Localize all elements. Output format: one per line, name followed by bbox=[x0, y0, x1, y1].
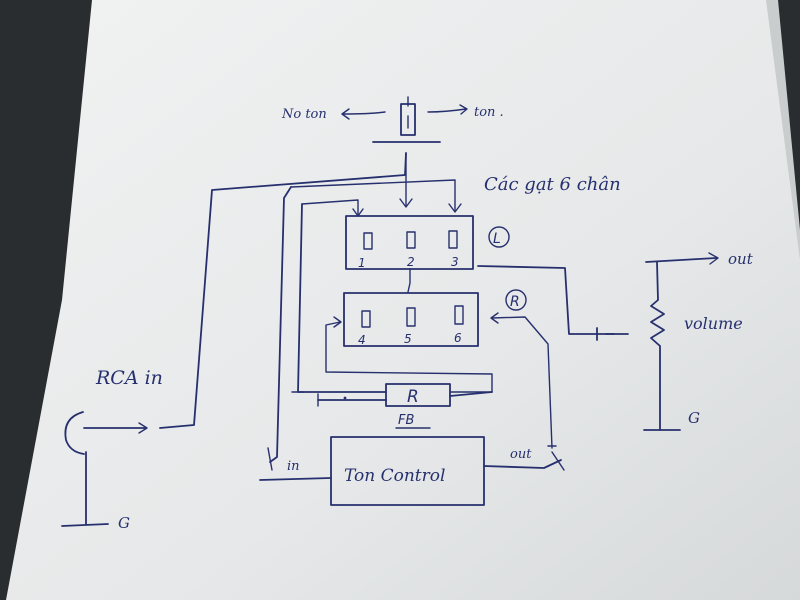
volume-label: volume bbox=[684, 314, 743, 333]
pin-1-label: 1 bbox=[358, 256, 366, 270]
switch-block-right: 4 5 6 R bbox=[343, 289, 527, 347]
volume-ground-label: G bbox=[688, 409, 700, 427]
paper-edge-shadow bbox=[766, 0, 800, 260]
right-channel-badge: R bbox=[510, 294, 520, 310]
pin-4-label: 4 bbox=[358, 333, 366, 347]
resistor-symbol: R bbox=[407, 387, 419, 407]
left-channel-badge: L bbox=[493, 231, 501, 247]
feedback-resistor: R FB bbox=[317, 383, 493, 429]
pin-5-label: 5 bbox=[404, 332, 412, 346]
switch-group-label: Các gạt 6 chân bbox=[484, 174, 621, 195]
volume-out-label: out bbox=[728, 250, 754, 268]
resistor-name: FB bbox=[398, 413, 414, 428]
link-left-right bbox=[407, 268, 411, 293]
switch-left-label: No ton bbox=[281, 107, 327, 122]
tone-in-label: in bbox=[287, 459, 300, 474]
selector-switch: No ton ton . bbox=[281, 96, 504, 143]
wiring bbox=[159, 152, 629, 481]
rca-label: RCA in bbox=[95, 367, 163, 389]
tone-out-label: out bbox=[510, 447, 532, 462]
rca-input: RCA in G bbox=[61, 367, 163, 532]
pin-3-label: 3 bbox=[451, 255, 459, 269]
tone-control-block: Ton Control in out bbox=[287, 436, 532, 506]
pin-6-label: 6 bbox=[454, 331, 462, 345]
tone-control-label: Ton Control bbox=[344, 466, 445, 486]
pin-2-label: 2 bbox=[407, 255, 415, 269]
paper-sheet bbox=[6, 0, 800, 600]
switch-right-label: ton . bbox=[474, 105, 504, 120]
ink-dot bbox=[343, 396, 347, 400]
rca-ground-label: G bbox=[118, 514, 130, 532]
volume-pot: out volume G bbox=[643, 250, 754, 431]
switch-block-left: 1 2 3 L bbox=[345, 215, 510, 270]
